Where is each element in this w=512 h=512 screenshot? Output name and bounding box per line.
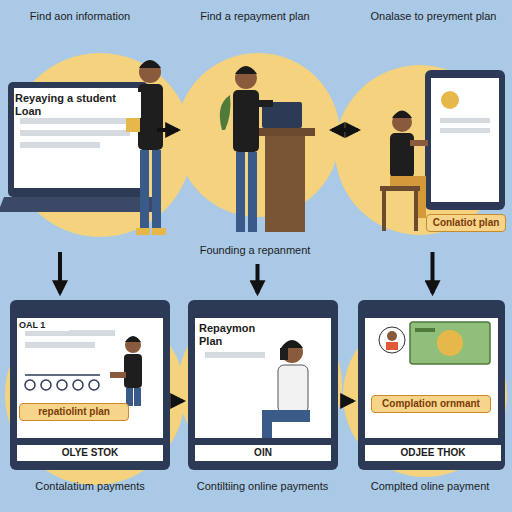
flow-panel: Repaymon PlanOIN Contiltiing online payme…: [185, 295, 340, 507]
flow-arrow: [177, 399, 183, 403]
panel-text: Onalase to preyment plan: [360, 10, 507, 23]
screen-bar: ODJEE THOK: [365, 445, 501, 461]
flow-panel: Complation ornmantODJEE THOK Complted oli…: [355, 295, 505, 507]
laptop: [0, 82, 160, 212]
monitor: [358, 300, 505, 470]
flow-panel: Find a repayment planFounding a repanmen…: [180, 10, 330, 262]
monitor: [188, 300, 338, 470]
action-button: Conlatiot plan: [426, 214, 506, 232]
person-walking: [126, 60, 166, 235]
person-small: [110, 336, 142, 406]
panel-circles: [5, 53, 507, 485]
flow-arrow: [332, 128, 358, 132]
flow-arrow: [58, 252, 62, 293]
payment-icon: [379, 322, 490, 364]
person-sitting: [380, 111, 428, 232]
flow-arrow: [431, 252, 435, 293]
monitor: [10, 300, 170, 470]
panel-text: Find a repayment plan: [180, 10, 330, 23]
action-button: Complation ornmant: [371, 395, 491, 413]
panel-text: Complted oline payment: [355, 480, 505, 493]
person-on-phone: [262, 340, 310, 438]
person-at-podium: [233, 66, 273, 232]
panel-text: Contiltiing online payments: [185, 480, 340, 493]
flow-arrow: [157, 128, 178, 132]
screen-bar: OLYE STOK: [17, 445, 163, 461]
panel-text: Founding a repanment: [180, 244, 330, 257]
panel-text: OAL 1: [19, 320, 69, 331]
screen-bar: OIN: [195, 445, 331, 461]
action-button: repatiolint plan: [19, 403, 129, 421]
flow-arrow: [256, 264, 260, 293]
panel-text: Contalatium payments: [5, 480, 175, 493]
flow-panel: OAL 1 repatiolint planOLYE STOK Contalatiu…: [5, 295, 175, 507]
flow-panel: Find aon informationReyaying a student L…: [5, 10, 155, 250]
tablet: [425, 70, 505, 210]
flow-panel: Onalase to preyment planConlatiot plan: [360, 10, 507, 250]
panel-text: Repaymon Plan: [199, 322, 279, 348]
panel-text: Reyaying a student Loan: [15, 92, 141, 118]
panel-text: Find aon information: [5, 10, 155, 23]
flow-arrow: [342, 399, 353, 403]
